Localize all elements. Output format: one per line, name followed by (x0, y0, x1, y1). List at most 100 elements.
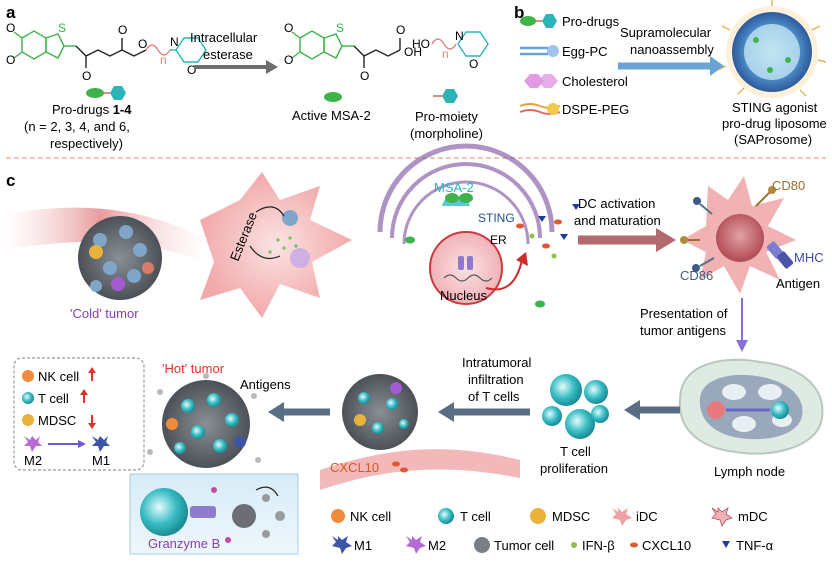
nanoassembly-label-2: nanoassembly (630, 42, 714, 57)
box-mdsc-down-arrow-icon (88, 415, 96, 429)
msa2-atom-o-4: O (396, 23, 405, 37)
infiltrated-tumor-illustration (320, 374, 520, 490)
box-m2-icon (24, 436, 42, 452)
promoiety-label-2: (morpholine) (410, 126, 483, 141)
legend-m1-icon (332, 536, 352, 554)
nucleus-label: Nucleus (440, 288, 487, 303)
legend-tcell-label: T cell (460, 509, 491, 524)
esterase-arrow-label-1: Intracellular (190, 30, 258, 45)
box-nk-icon (22, 370, 34, 382)
legend-tcell-icon (438, 508, 454, 524)
legend-mdc-label: mDC (738, 509, 768, 524)
sting-label: STING (478, 211, 515, 225)
active-msa2-icon (324, 92, 342, 102)
saprosome-label-1: STING agonist (732, 100, 818, 115)
legend-prodrug-icon (520, 14, 557, 28)
legend-m1-label: M1 (354, 538, 372, 553)
box-m1-label: M1 (92, 453, 110, 468)
granzyme-label: Granzyme B (148, 536, 220, 551)
atom-o-3: O (82, 69, 91, 83)
esterase-arrow-label-2: esterase (203, 47, 253, 62)
infiltration-label-1: Intratumoral (462, 355, 531, 370)
t-prolif-label-1: T cell (560, 444, 591, 459)
legend-cxcl10-label: CXCL10 (642, 538, 691, 553)
legend-cxcl10-icon (630, 542, 638, 548)
atom-s-1: S (58, 21, 66, 35)
sting-signaling-cell (377, 143, 580, 308)
nanoassembly-label-1: Supramolecular (620, 25, 712, 40)
promoiety-atom-o: O (469, 57, 478, 71)
legend-m2-label: M2 (428, 538, 446, 553)
atom-o-5: O (138, 37, 147, 51)
legend-tumor-cell-label: Tumor cell (494, 538, 554, 553)
msa2-atom-o-3: O (360, 69, 369, 83)
atom-o-2: O (6, 53, 15, 67)
box-t-up-arrow-icon (80, 389, 88, 403)
legend-ifnb-label: IFN-β (582, 538, 615, 553)
saprosome-label-2: pro-drug liposome (722, 116, 827, 131)
prodrug-label-2: (n = 2, 3, 4, and 6, (24, 119, 130, 134)
promoiety-atom-ho: HO (412, 37, 430, 51)
infiltration-label-2: infiltration (468, 372, 524, 387)
t-prolif-label-2: proliferation (540, 461, 608, 476)
prodrug-structure (13, 30, 207, 68)
msa2-atom-oh: OH (404, 45, 422, 59)
legend-eggpc-label: Egg-PC (562, 44, 608, 59)
immune-change-box (13, 357, 145, 471)
legend-mdsc-icon (530, 508, 546, 524)
antigen-label: Antigen (776, 276, 820, 291)
granzyme-illustration (140, 486, 285, 543)
legend-m2-icon (406, 536, 426, 554)
panel-c-label: c (6, 171, 15, 190)
box-m2-to-m1-arrow (48, 440, 86, 448)
cxcl10-label: CXCL10 (330, 460, 379, 475)
legend-cholesterol-label: Cholesterol (562, 74, 628, 89)
msa2-structure (291, 30, 401, 68)
cold-tumor-label: 'Cold' tumor (70, 306, 139, 321)
dc-activation-label-1: DC activation (578, 196, 655, 211)
idc-esterase-cell (200, 172, 352, 318)
presentation-arrow (736, 298, 748, 352)
lymph-to-tcell-arrow (624, 400, 680, 420)
lymph-node-illustration (678, 358, 824, 455)
panel-a-label: a (6, 3, 16, 22)
infiltration-arrow (438, 402, 530, 422)
egg-pc-icon (520, 45, 559, 57)
box-nk-label: NK cell (38, 369, 79, 384)
dc-activation-arrow (578, 228, 676, 252)
prodrug-label-3: respectively) (50, 136, 123, 151)
legend-tnfa-label: TNF-α (736, 538, 774, 553)
dspe-peg-icon (519, 103, 561, 115)
legend-dspe-peg-label: DSPE-PEG (562, 102, 629, 117)
box-mdsc-label: MDSC (38, 413, 76, 428)
hot-tumor-illustration (147, 373, 261, 468)
msa2-atom-s: S (336, 21, 344, 35)
cd86-label: CD86 (680, 268, 713, 283)
panel-b-label: b (514, 3, 524, 22)
msa2-atom-o-2: O (284, 53, 293, 67)
saprosome-liposome (717, 0, 827, 98)
legend-prodrug-label: Pro-drugs (562, 14, 620, 29)
atom-o-4: O (118, 23, 127, 37)
promoiety-label-1: Pro-moiety (415, 109, 478, 124)
box-nk-up-arrow-icon (88, 367, 96, 381)
box-t-icon (22, 392, 34, 404)
cd80-label: CD80 (772, 178, 805, 193)
legend-mdsc-label: MDSC (552, 509, 590, 524)
presentation-label-1: Presentation of (640, 306, 728, 321)
atom-n-1: N (170, 35, 179, 49)
prodrug-label: Pro-drugs 1-4 (52, 102, 132, 117)
msa2-atom-o-1: O (284, 21, 293, 35)
legend-nk-label: NK cell (350, 509, 391, 524)
to-hot-tumor-arrow (268, 402, 330, 422)
promoiety-structure (431, 31, 489, 57)
legend-idc-label: iDC (636, 509, 658, 524)
infiltration-label-3: of T cells (468, 389, 520, 404)
legend-tumor-cell-icon (474, 537, 490, 553)
box-m2-label: M2 (24, 453, 42, 468)
msa2-label: MSA-2 (434, 180, 474, 195)
cholesterol-icon (524, 74, 558, 88)
mature-dc-illustration (680, 176, 796, 294)
box-m1-icon (92, 436, 110, 452)
